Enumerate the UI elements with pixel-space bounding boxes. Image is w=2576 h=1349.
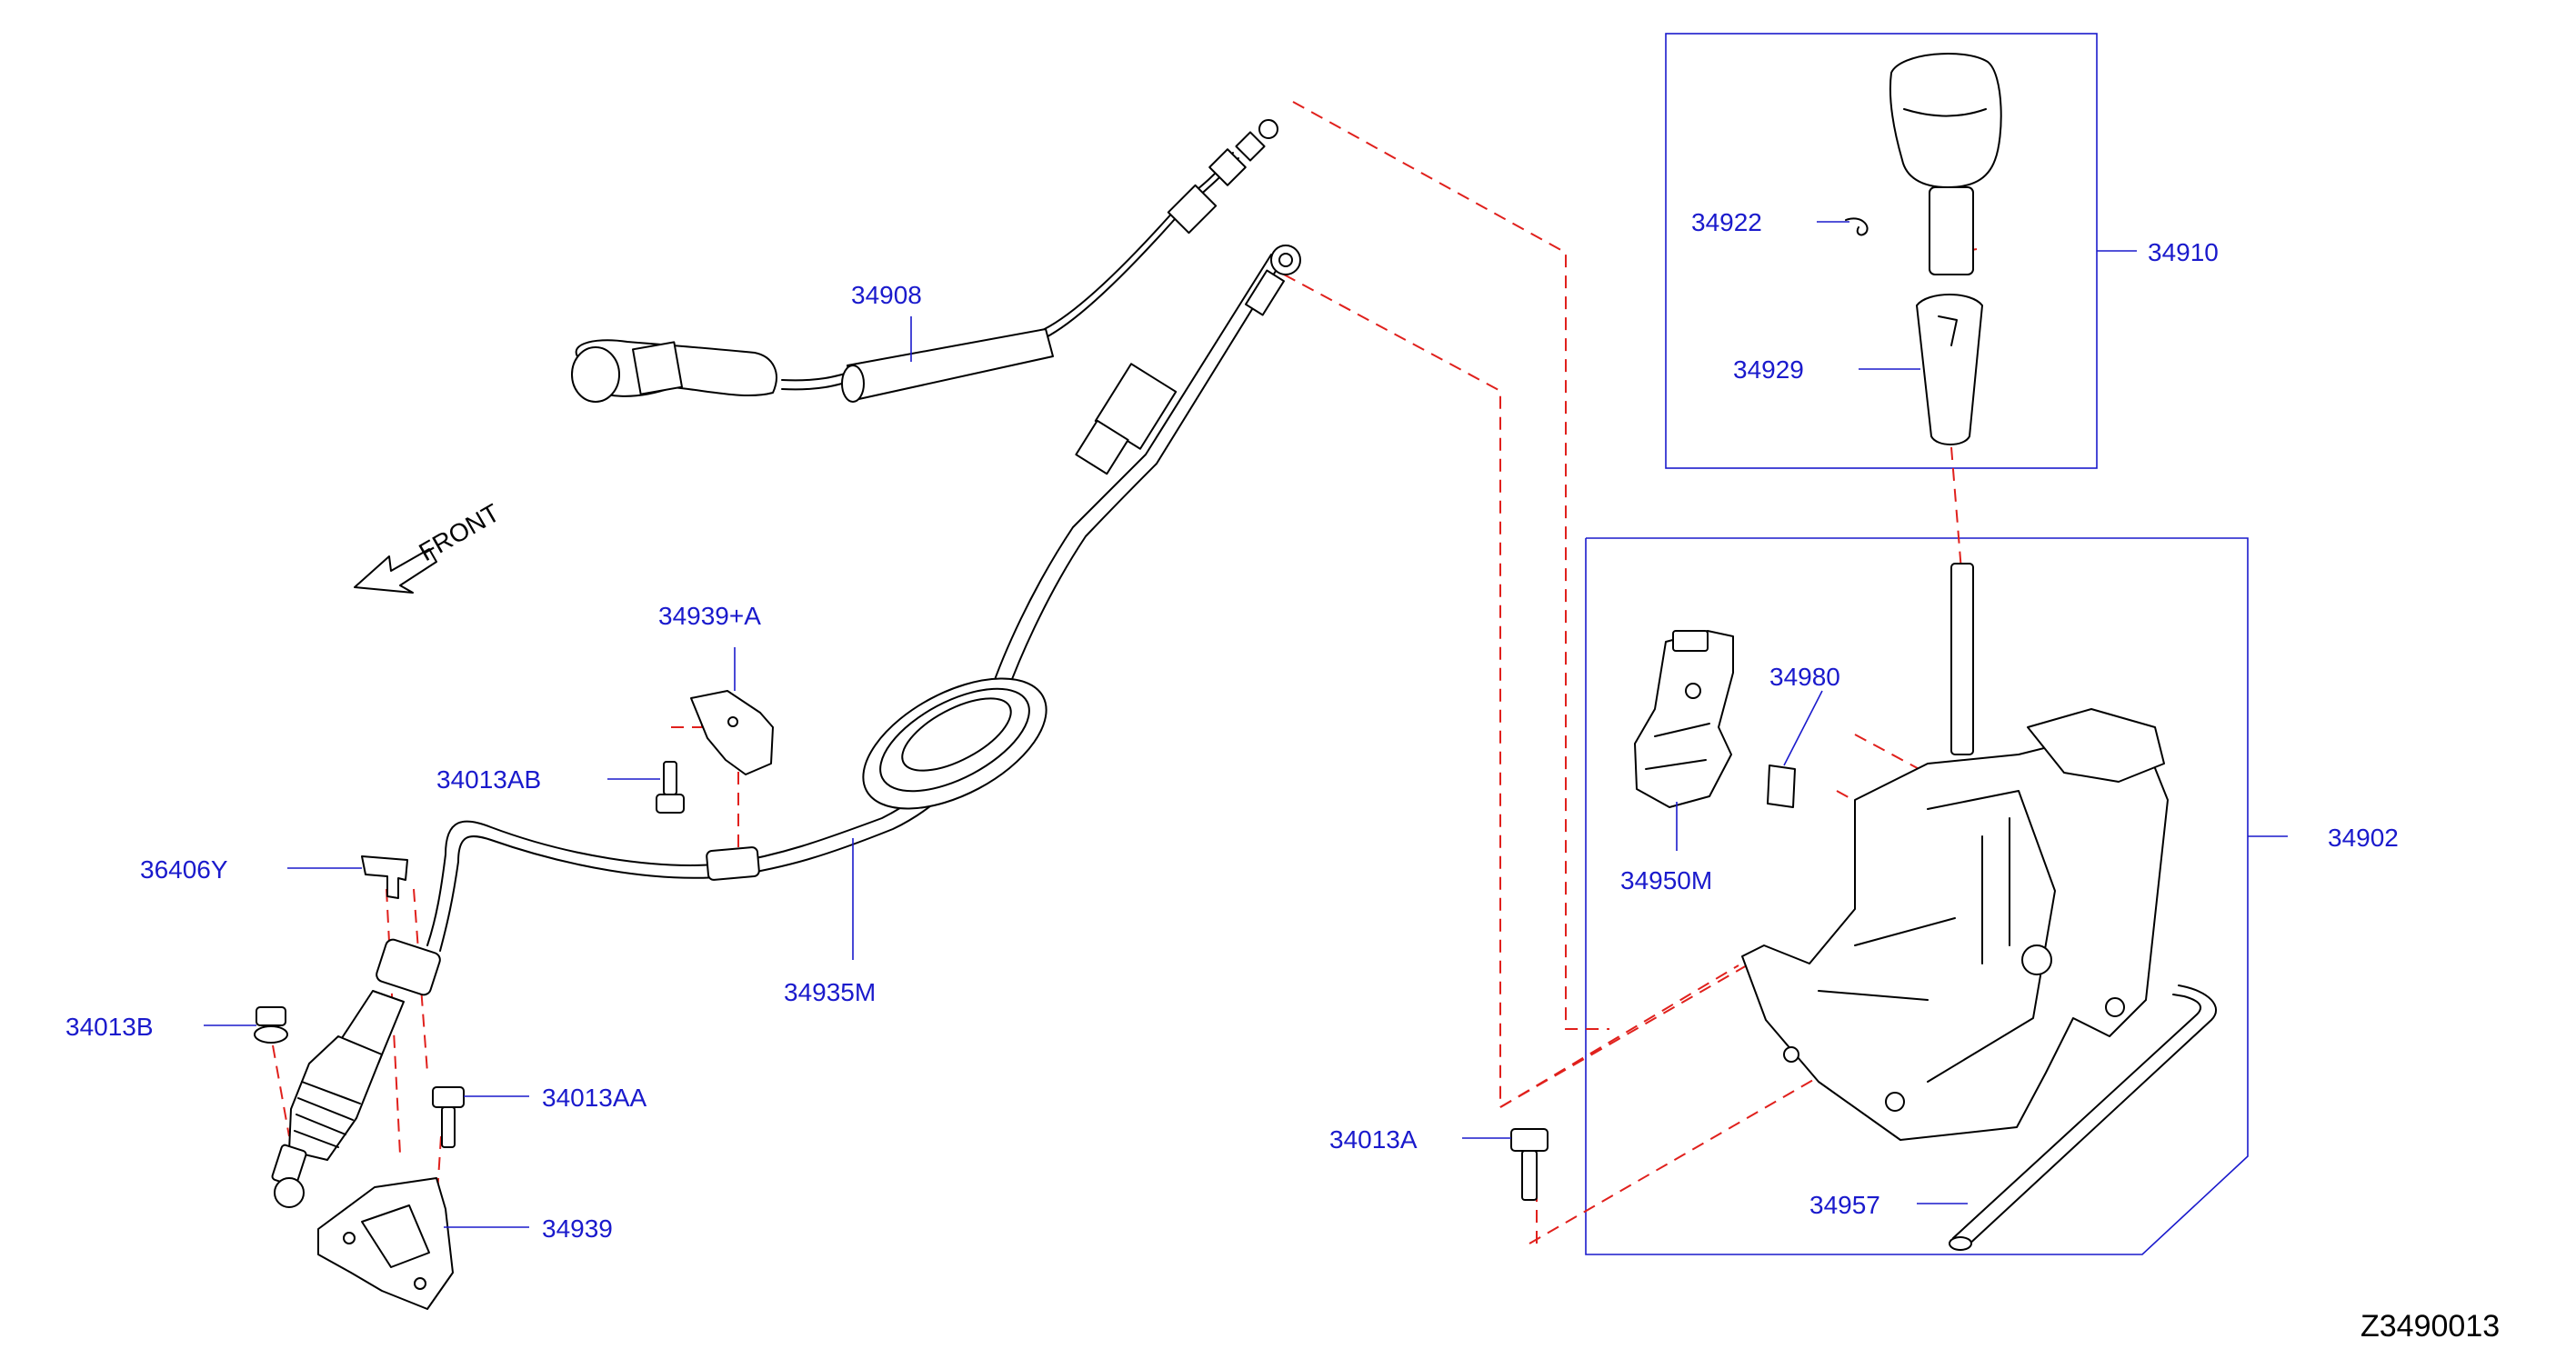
label-34013A: 34013A [1329, 1125, 1418, 1154]
nut-34013B [254, 1006, 288, 1044]
grommet [862, 677, 1047, 810]
label-34980: 34980 [1769, 663, 1840, 691]
label-34902: 34902 [2328, 824, 2399, 852]
label-34929: 34929 [1733, 355, 1804, 384]
bolt-34013A [1510, 1128, 1549, 1201]
cable-34908 [571, 119, 1278, 403]
label-34908: 34908 [851, 281, 922, 309]
label-34939: 34939 [542, 1214, 613, 1243]
label-34935M: 34935M [784, 978, 876, 1006]
bracket-34939A [690, 690, 774, 775]
clip-36406Y [361, 855, 408, 899]
diagram-code: Z3490013 [2360, 1309, 2500, 1344]
knob-group-box [1665, 33, 2137, 469]
label-34950M: 34950M [1620, 866, 1712, 894]
label-34013AB: 34013AB [436, 765, 541, 794]
front-direction-arrow: FRONT [354, 498, 505, 594]
label-34910: 34910 [2148, 238, 2219, 266]
part-labels: 34908 34922 34910 34929 34939+A 34013AB … [65, 208, 2399, 1243]
label-34013AA: 34013AA [542, 1084, 647, 1112]
front-label: FRONT [415, 498, 505, 566]
shift-knob [1845, 53, 2002, 275]
knob-boot-34929 [1916, 294, 1983, 445]
switch-34980 [1767, 764, 1796, 808]
shifter-group-box [1585, 537, 2288, 1255]
label-34957: 34957 [1809, 1191, 1880, 1219]
leader-lines [204, 221, 1968, 1228]
bracket-34939 [317, 1177, 454, 1310]
shifter-assembly-34902 [1741, 563, 2169, 1141]
label-34922: 34922 [1691, 208, 1762, 236]
tube-34957 [1949, 984, 2218, 1251]
label-34939A: 34939+A [658, 602, 761, 630]
label-34013B: 34013B [65, 1013, 154, 1041]
solenoid-34950M [1634, 630, 1734, 808]
cable-34935M [271, 245, 1301, 1208]
bolt-34013AB [656, 761, 685, 814]
bolt-34013AA [432, 1086, 465, 1148]
label-36406Y: 36406Y [140, 855, 228, 884]
